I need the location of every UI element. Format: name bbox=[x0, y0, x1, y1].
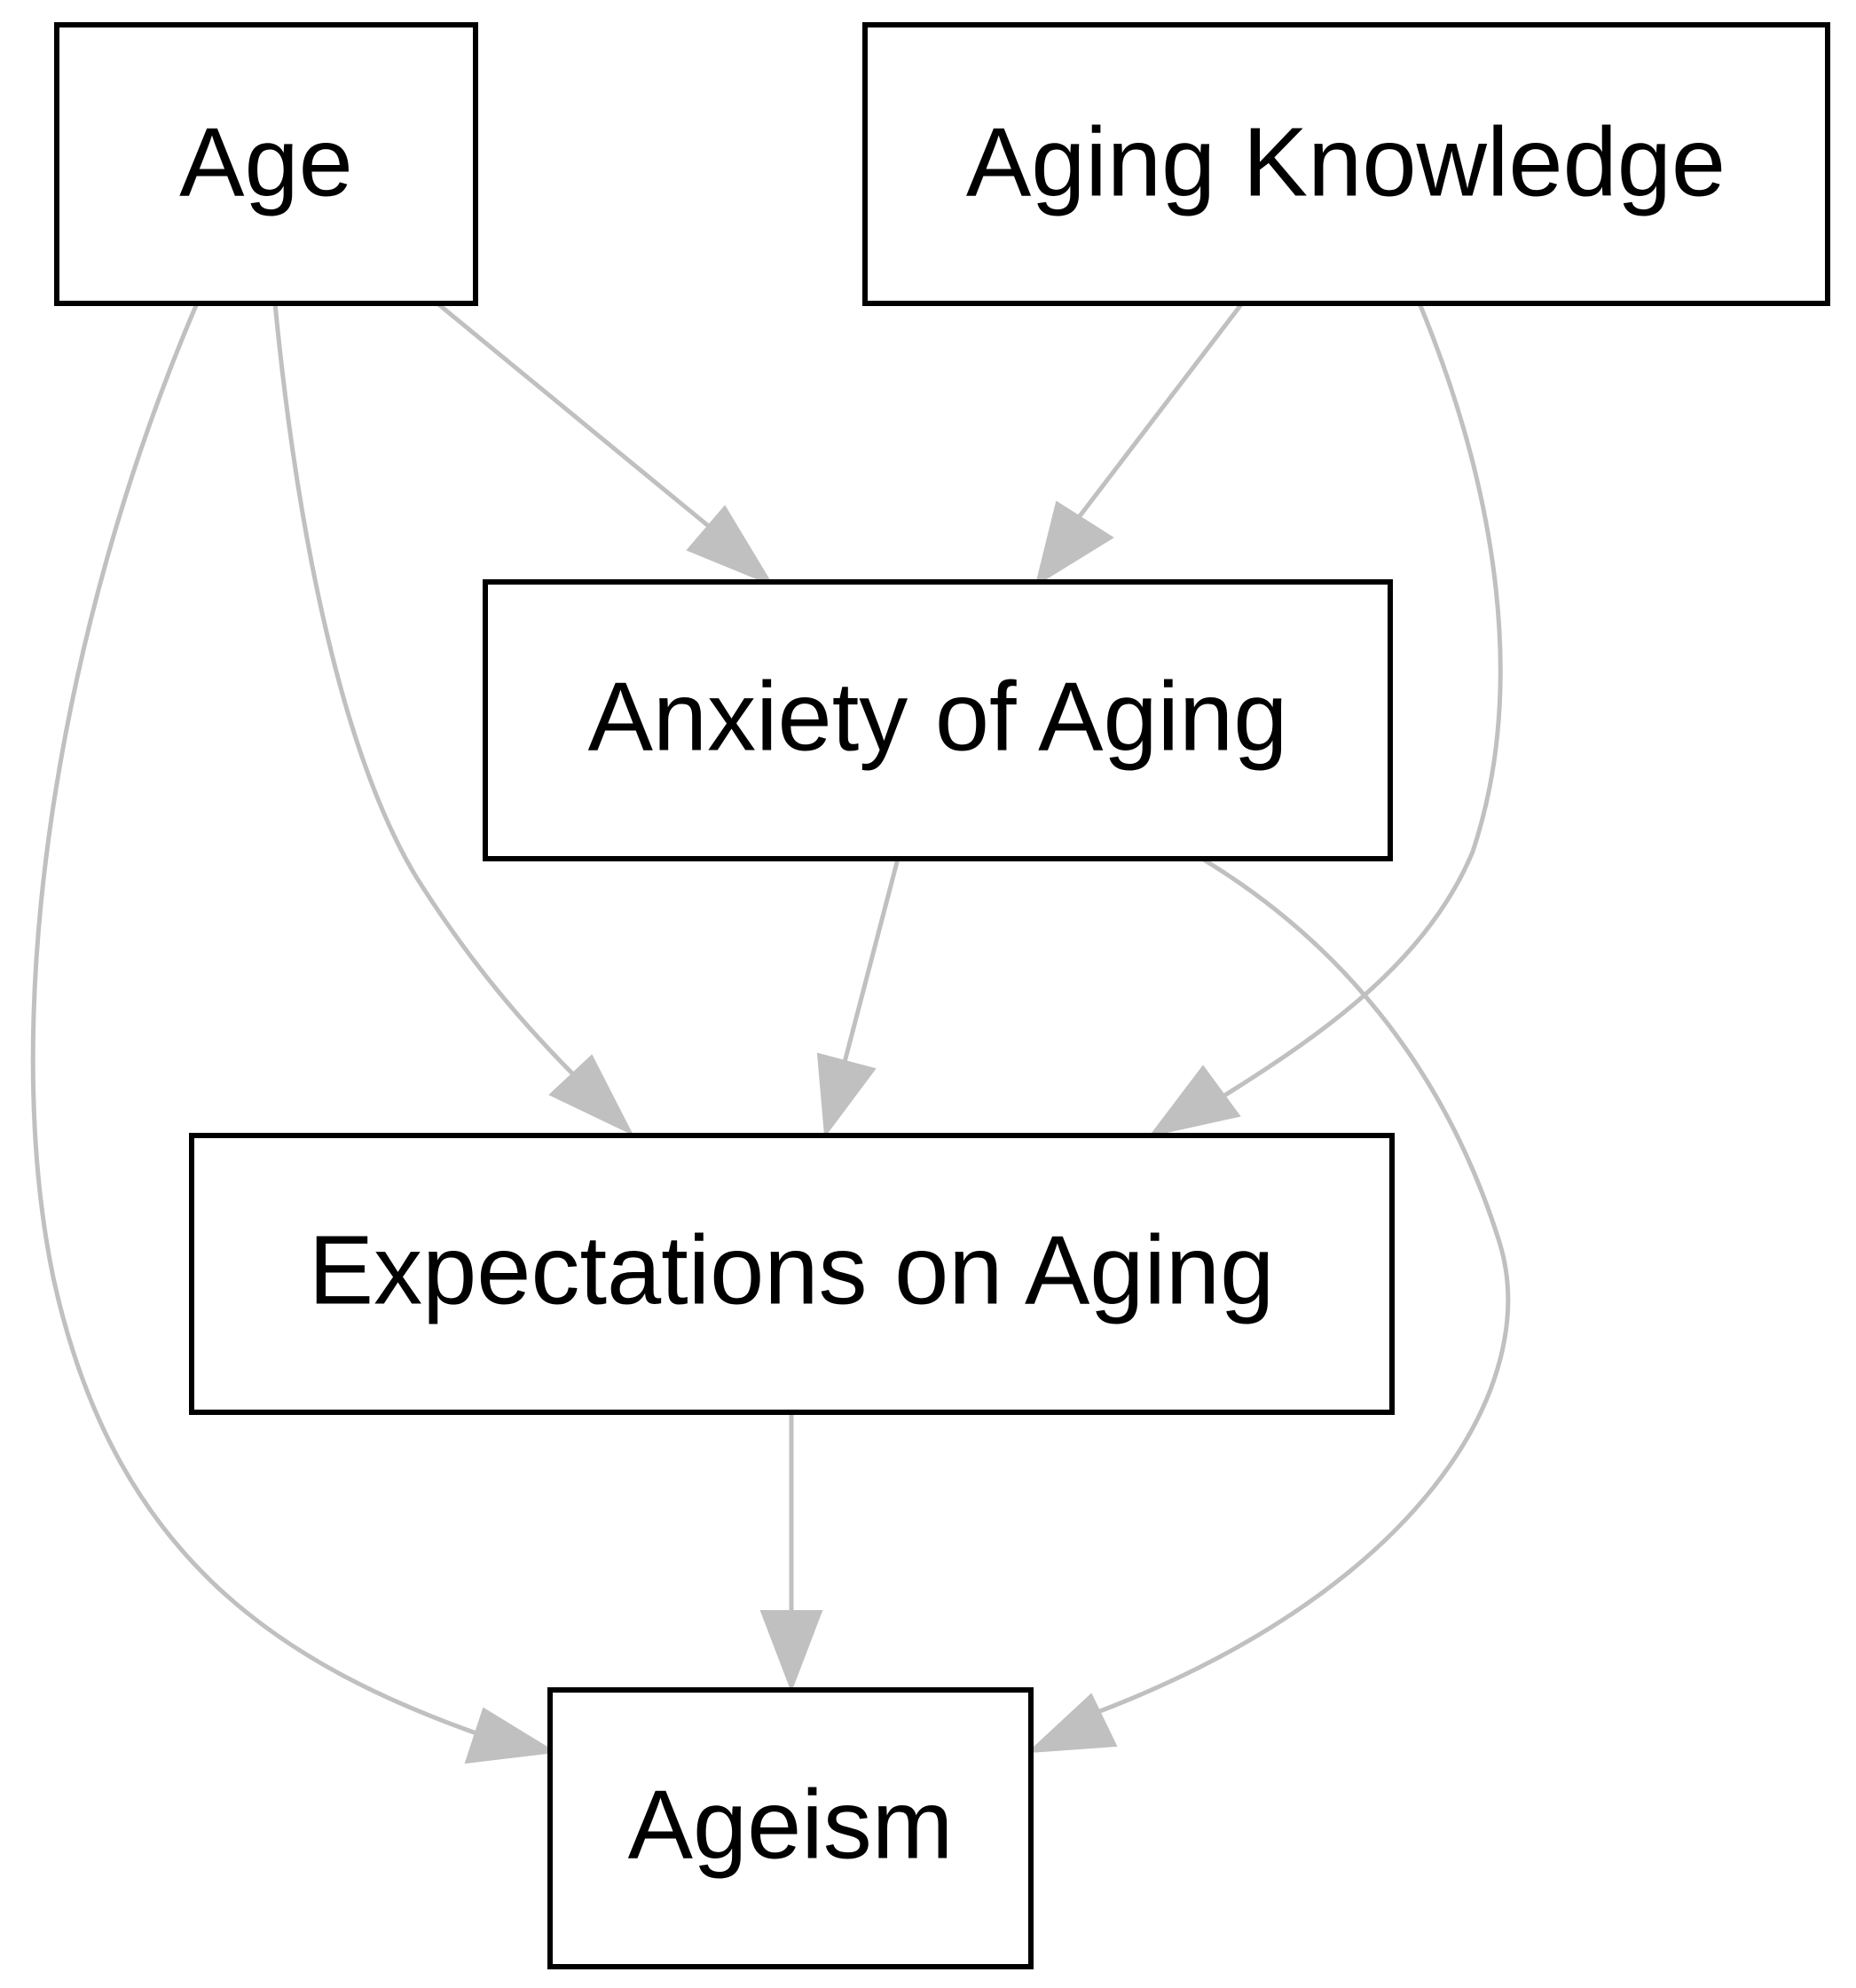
edge-line bbox=[840, 858, 900, 1070]
nodes: Age Aging Knowledge Anxiety of Aging Exp… bbox=[54, 22, 1830, 1969]
edge-line bbox=[1073, 856, 1511, 1724]
arrowhead bbox=[464, 1707, 557, 1764]
edge-anxiety-to-ageism bbox=[1026, 856, 1511, 1754]
arrowhead bbox=[816, 1052, 877, 1138]
node-box bbox=[862, 22, 1830, 306]
node-age: Age bbox=[54, 22, 478, 306]
arrowhead bbox=[759, 1610, 823, 1693]
node-label-expectations-on-aging: Expectations on Aging bbox=[309, 1216, 1275, 1325]
edge-age-to-anxiety bbox=[436, 302, 775, 587]
node-expectations-on-aging: Expectations on Aging bbox=[189, 1133, 1395, 1415]
node-box bbox=[189, 1133, 1395, 1415]
edge-anxiety-to-expectations bbox=[816, 858, 900, 1138]
edge-line bbox=[272, 303, 578, 1080]
edge-age-to-ageism bbox=[30, 303, 557, 1764]
node-ageism: Ageism bbox=[547, 1687, 1034, 1969]
node-anxiety-of-aging: Anxiety of Aging bbox=[483, 579, 1393, 861]
edge-knowledge-to-anxiety bbox=[1034, 302, 1244, 587]
arrowhead bbox=[548, 1054, 634, 1136]
node-label-anxiety-of-aging: Anxiety of Aging bbox=[588, 663, 1288, 772]
arrowhead bbox=[686, 505, 775, 587]
node-box bbox=[483, 579, 1393, 861]
edge-knowledge-to-expectations bbox=[1148, 303, 1503, 1137]
arrowhead bbox=[1148, 1065, 1241, 1137]
edge-age-to-expectations bbox=[272, 303, 634, 1136]
edge-line bbox=[30, 303, 498, 1743]
arrowhead bbox=[1034, 500, 1114, 587]
node-aging-knowledge: Aging Knowledge bbox=[862, 22, 1830, 306]
edges bbox=[30, 302, 1511, 1764]
edge-expectations-to-ageism bbox=[759, 1412, 823, 1693]
node-box bbox=[547, 1687, 1034, 1969]
edge-line bbox=[1072, 302, 1244, 526]
edge-line bbox=[1223, 303, 1503, 1098]
node-label-age: Age bbox=[179, 108, 353, 217]
node-label-ageism: Ageism bbox=[628, 1771, 954, 1880]
edge-line bbox=[436, 302, 722, 538]
arrowhead bbox=[1026, 1693, 1118, 1754]
node-box bbox=[54, 22, 478, 306]
node-label-aging-knowledge: Aging Knowledge bbox=[966, 108, 1726, 217]
